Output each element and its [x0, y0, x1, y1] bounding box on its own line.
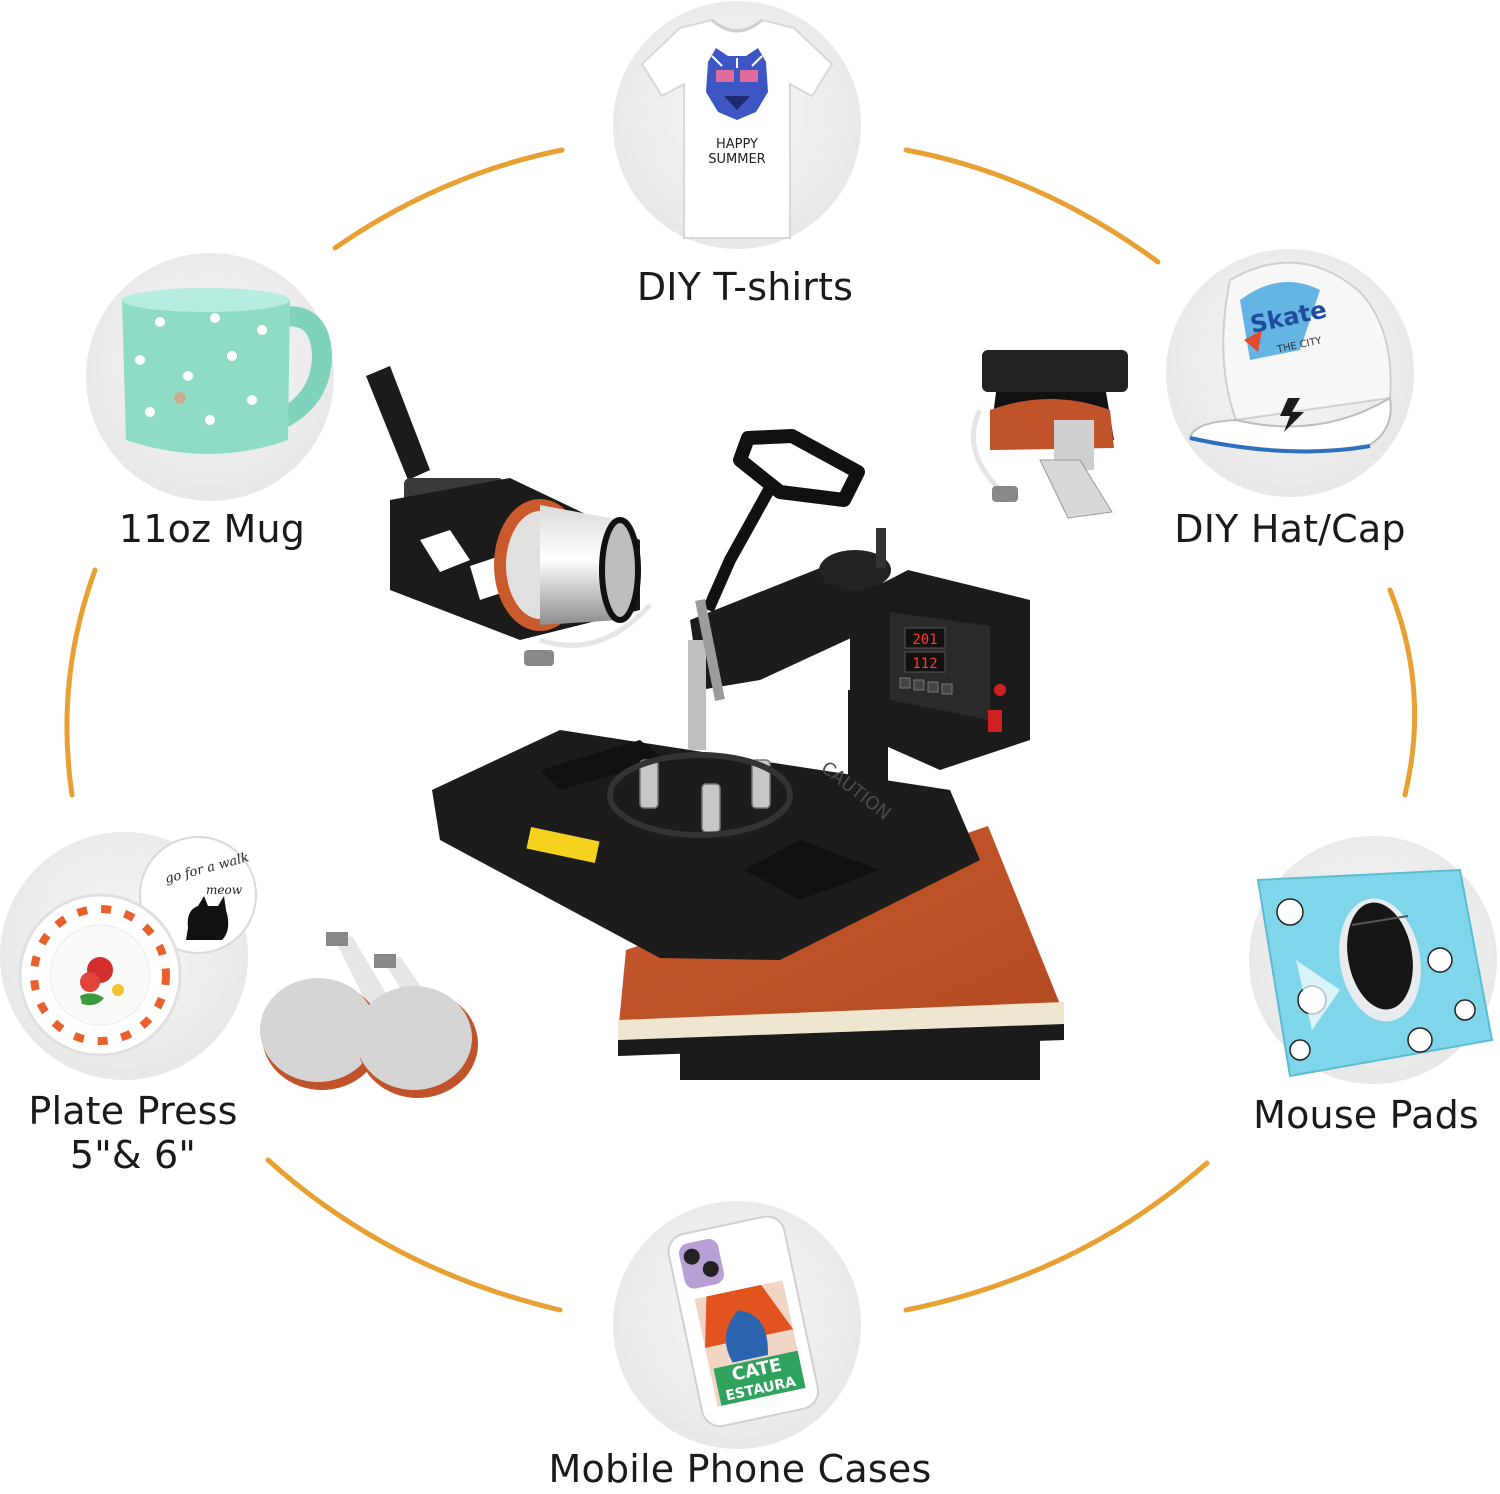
tshirt-thumbnail: HAPPY SUMMER	[613, 1, 861, 249]
label-mobile-phone-cases: Mobile Phone Cases	[520, 1447, 960, 1492]
mug-icon	[122, 288, 333, 454]
t-shirt-icon: HAPPY SUMMER	[640, 18, 834, 239]
label-diy-hat-cap-text: DIY Hat/Cap	[1174, 507, 1406, 551]
phone-thumbnail: CATE ESTAURA	[613, 1201, 861, 1449]
label-11oz-mug-text: 11oz Mug	[118, 507, 306, 551]
hat-press-attachment	[970, 350, 1128, 519]
warning-sticker	[526, 826, 600, 864]
display-time: 112	[912, 656, 937, 672]
label-plate-press-line2: 5"& 6"	[69, 1132, 197, 1177]
cap-icon: Skate THE CITY	[1188, 261, 1392, 454]
phone-case-icon: CATE ESTAURA	[667, 1215, 820, 1428]
connecting-arcs	[64, 147, 1418, 1313]
label-diy-tshirts-text: DIY T-shirts	[636, 265, 854, 309]
label-diy-hat-cap: DIY Hat/Cap	[1140, 507, 1440, 552]
arc-top-left	[332, 147, 565, 251]
plate-thumbnail: go for a walk meow	[0, 832, 257, 1080]
arc-bottom-left	[265, 1157, 563, 1313]
label-plate-press: Plate Press 5"& 6"	[8, 1089, 258, 1177]
shirt-text-line1: HAPPY	[716, 137, 758, 152]
arc-left	[64, 567, 98, 798]
mousepad-thumbnail	[1249, 836, 1497, 1084]
heat-press-machine: CAUTION 201 112	[432, 429, 1064, 1080]
label-mouse-pads: Mouse Pads	[1236, 1093, 1496, 1138]
display-temp: 201	[912, 632, 937, 648]
tiger-print-icon	[706, 48, 768, 120]
mug-press-attachment	[366, 366, 652, 666]
mouse-pad-icon	[1256, 868, 1494, 1078]
label-plate-press-line1: Plate Press	[28, 1089, 238, 1133]
power-switch	[988, 710, 1002, 732]
label-mobile-phone-cases-text: Mobile Phone Cases	[548, 1447, 932, 1491]
lower-heat-pad	[618, 826, 1064, 1034]
shirt-text-line2: SUMMER	[708, 152, 765, 167]
arc-top-right	[903, 147, 1161, 265]
plate-press-attachments	[260, 932, 478, 1098]
label-11oz-mug: 11oz Mug	[92, 507, 332, 552]
label-mouse-pads-text: Mouse Pads	[1253, 1093, 1479, 1137]
hat-thumbnail: Skate THE CITY	[1166, 249, 1414, 497]
plate-icon: go for a walk meow	[18, 836, 257, 1057]
plate-script-line2: meow	[206, 883, 243, 897]
arc-bottom-right	[903, 1160, 1210, 1313]
arc-right	[1387, 587, 1418, 798]
mug-thumbnail	[86, 253, 334, 501]
label-diy-tshirts: DIY T-shirts	[600, 265, 890, 310]
